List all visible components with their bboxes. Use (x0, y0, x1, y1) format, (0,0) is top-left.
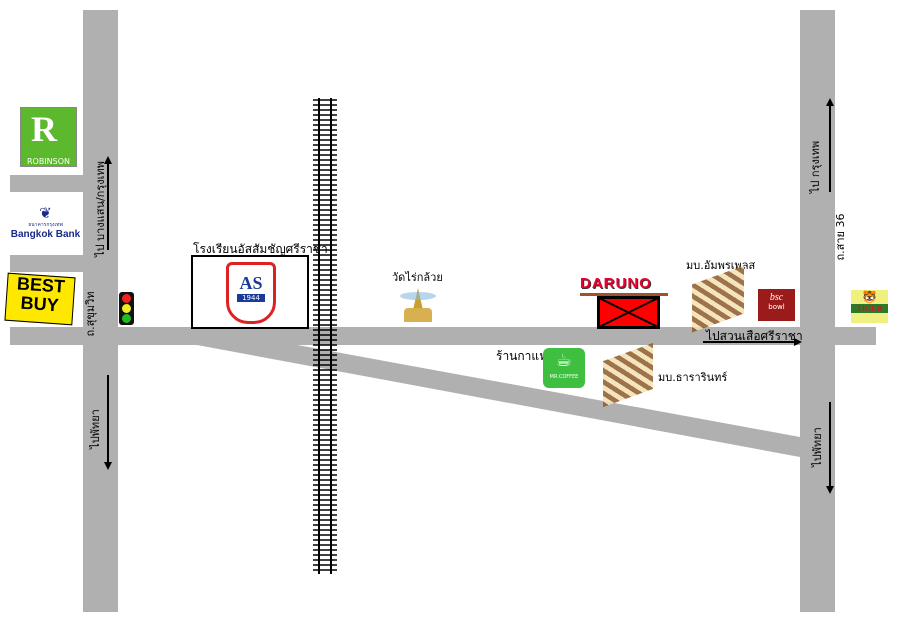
arrowhead-up-icon (104, 156, 112, 164)
label-right-north: ไป กรุงเทพ (809, 140, 822, 194)
bowl-text: bowl (768, 303, 785, 311)
best-buy-logo: BEST BUY (4, 272, 76, 326)
arrow-down-icon (107, 375, 109, 465)
traffic-light-icon (119, 292, 134, 325)
side-street-1 (10, 175, 83, 192)
village1-label: มบ.อัมพรเพลส (686, 259, 756, 272)
daruno-logo: DARUNO (580, 273, 668, 296)
robinson-logo: R ROBINSON (20, 107, 77, 167)
tiger-text: TIGER (851, 304, 888, 313)
tiger-icon: 🐯 (862, 290, 877, 304)
label-east: ไปสวนเสือศรีราชา (706, 329, 803, 343)
temple-label: วัดไร่กล้วย (392, 271, 443, 284)
coffee-logo-text: MR.COFFEE (549, 374, 579, 380)
arrowhead-down-right-icon (826, 486, 834, 494)
school-box: AS 1944 (191, 255, 309, 329)
destination-marker (597, 296, 660, 329)
bangkok-bank-text: Bangkok Bank (10, 229, 81, 240)
arrow-up-icon (107, 160, 109, 250)
school-year: 1944 (237, 294, 265, 302)
arrowhead-right-icon (794, 338, 802, 346)
tiger-logo: 🐯 TIGER (851, 290, 888, 323)
coffee-label: ร้านกาแฟ (496, 349, 548, 363)
daruno-text: DARUNO (580, 275, 652, 292)
arrowhead-down-icon (104, 462, 112, 470)
arrow-down-right-icon (829, 402, 831, 488)
label-right-south: ไปพัทยา (811, 427, 824, 467)
robinson-text: ROBINSON (21, 157, 76, 166)
coffee-logo: ☕ MR.COFFEE (543, 348, 585, 388)
side-street-2 (10, 255, 83, 272)
bangkok-bank-icon: ❦ (39, 204, 52, 222)
bsc-text: bsc (769, 292, 784, 303)
coffee-cup-icon: ☕ (555, 350, 573, 371)
bangkok-bank-thai: ธนาคารกรุงเทพ (28, 222, 63, 228)
bsc-bowl-logo: bsc bowl (758, 289, 795, 321)
label-route36: ถ.สาย 36 (834, 213, 847, 261)
school-label: โรงเรียนอัสสัมชัญศรีราชา (193, 242, 328, 256)
school-crest-icon: AS 1944 (226, 262, 276, 324)
arrowhead-up-right-icon (826, 98, 834, 106)
village2-label: มบ.ธารารินทร์ (658, 371, 728, 384)
arrow-right-icon (703, 341, 795, 343)
bangkok-bank-logo: ❦ ธนาคารกรุงเทพ Bangkok Bank (8, 205, 83, 247)
label-left-south: ไปพัทยา (89, 409, 102, 449)
arrow-up-right-icon (829, 104, 831, 192)
railway (313, 98, 337, 574)
left-vertical-road (83, 10, 118, 612)
temple-icon (400, 288, 436, 324)
label-sukhumvit: ถ.สุขุมวิท (84, 291, 97, 337)
